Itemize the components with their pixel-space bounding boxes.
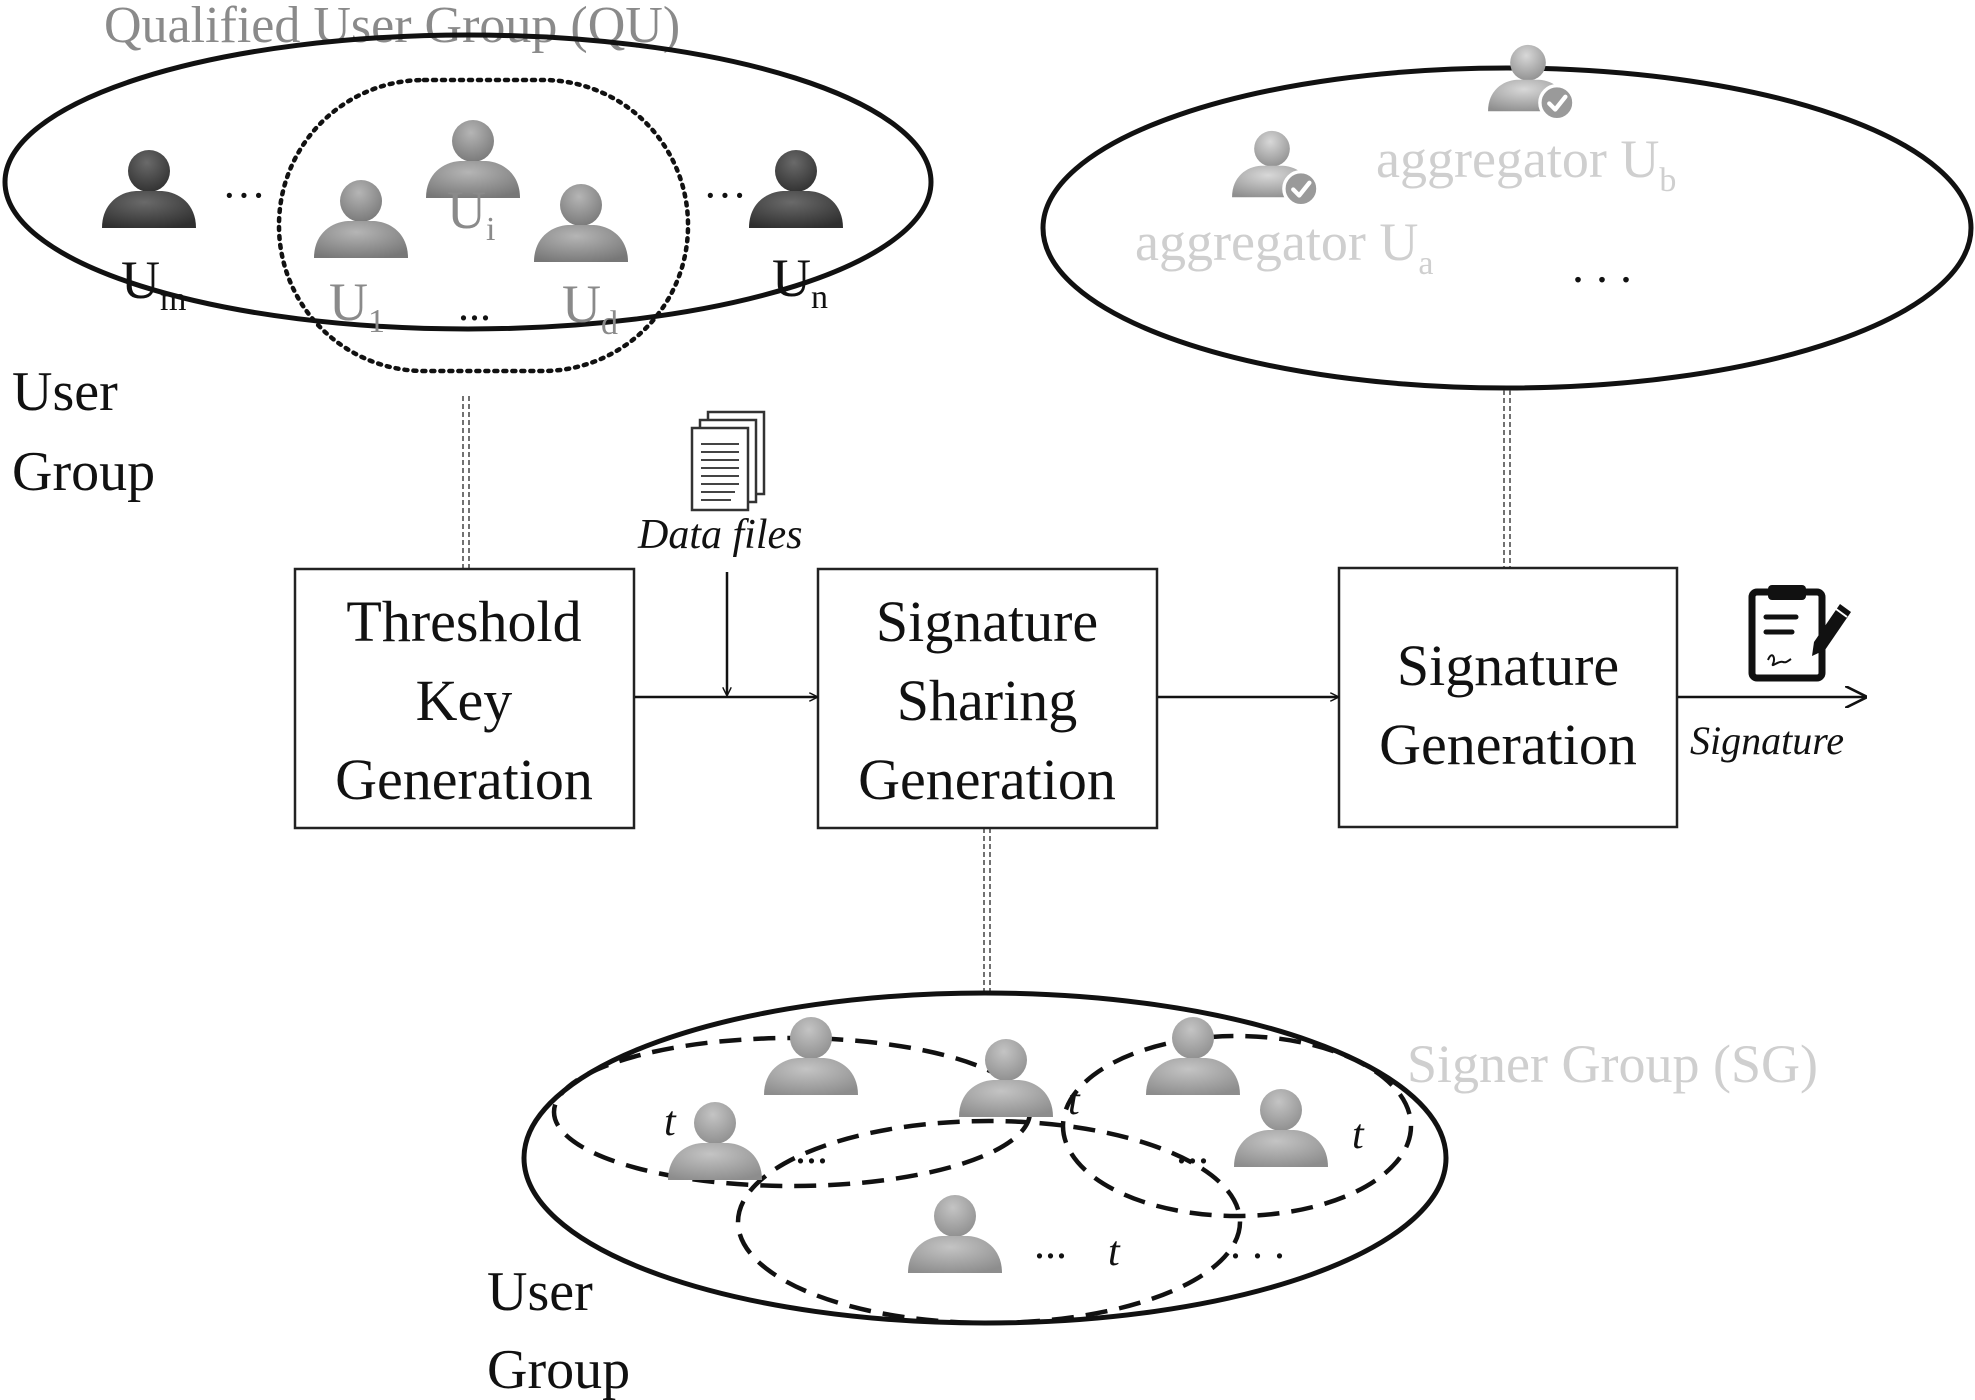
signer-group-group-label: Group bbox=[487, 1339, 630, 1400]
aggregator-group-ellipse bbox=[1040, 65, 1974, 391]
qualified-group-user-label: User bbox=[12, 361, 118, 423]
signature-generation-box: Signature Generation bbox=[1337, 566, 1679, 829]
ellipsis-left: ··· bbox=[222, 171, 266, 220]
box-label-line: Generation bbox=[1379, 712, 1637, 777]
aggregator-ellipsis: . . . bbox=[1572, 240, 1632, 293]
signature-output: Signature bbox=[1690, 585, 1851, 763]
user-icon bbox=[1234, 1089, 1328, 1167]
signer-group-user-label: User bbox=[487, 1261, 593, 1323]
signature-sharing-generation-box: Signature Sharing Generation bbox=[816, 567, 1159, 830]
box-label-line: Key bbox=[416, 668, 513, 733]
user-icon bbox=[749, 150, 843, 228]
user-label-un: Un bbox=[772, 248, 828, 316]
aggregator-label-a: aggregator Ua bbox=[1135, 212, 1433, 282]
signed-document-icon bbox=[1748, 585, 1851, 682]
user-icon bbox=[102, 150, 196, 228]
aggregator-label-b: aggregator Ub bbox=[1376, 129, 1676, 199]
qualified-group-ellipse bbox=[2, 32, 934, 332]
user-label-ud: Ud bbox=[562, 274, 618, 342]
check-badge-icon bbox=[1538, 84, 1576, 122]
box-label-line: Generation bbox=[858, 747, 1116, 812]
signer-ellipsis: ... bbox=[795, 1124, 828, 1173]
qualified-subgroup-dotted-boundary bbox=[276, 77, 691, 374]
threshold-label-t: t bbox=[1068, 1078, 1081, 1124]
signer-ellipsis: . . . bbox=[1230, 1219, 1285, 1268]
check-badge-icon bbox=[1282, 170, 1320, 208]
signer-ellipsis: ... bbox=[1034, 1219, 1067, 1268]
data-files-input: Data files bbox=[637, 410, 803, 695]
connector-aggregator-to-signature-generation bbox=[1503, 390, 1511, 567]
box-label-line: Signature bbox=[1397, 633, 1619, 698]
user-icon bbox=[534, 184, 628, 262]
signature-output-label: Signature bbox=[1690, 718, 1844, 763]
ellipsis-inner: ... bbox=[458, 281, 491, 330]
user-icon bbox=[668, 1102, 762, 1180]
qualified-user-group: Qualified User Group (QU) Um ··· U1 Ui .… bbox=[2, 0, 934, 503]
document-stack-icon bbox=[690, 410, 766, 512]
signer-group: Signer Group (SG) t t t t ... ... ... . … bbox=[487, 990, 1818, 1400]
box-label-line: Sharing bbox=[897, 668, 1077, 733]
user-icon bbox=[959, 1039, 1053, 1117]
user-icon bbox=[314, 180, 408, 258]
box-label-line: Threshold bbox=[346, 589, 581, 654]
aggregator-icon-a bbox=[1232, 130, 1320, 208]
user-icon bbox=[908, 1195, 1002, 1273]
box-label-line: Signature bbox=[876, 589, 1098, 654]
threshold-label-t: t bbox=[664, 1099, 677, 1145]
signer-subgroup-dashed-bottom bbox=[735, 1118, 1243, 1326]
connector-qualified-to-key-generation bbox=[462, 396, 470, 568]
box-label-line: Generation bbox=[335, 747, 593, 812]
threshold-key-generation-box: Threshold Key Generation bbox=[293, 567, 636, 830]
ellipsis-right: ··· bbox=[703, 171, 747, 220]
signer-subgroup-dashed-right bbox=[1060, 1033, 1414, 1219]
user-label-u1: U1 bbox=[329, 272, 385, 340]
signer-ellipsis: ... bbox=[1176, 1124, 1209, 1173]
threshold-label-t: t bbox=[1108, 1229, 1121, 1275]
connector-sharing-to-signer-group bbox=[983, 828, 991, 992]
threshold-label-t: t bbox=[1352, 1112, 1365, 1158]
aggregator-icon-b bbox=[1488, 44, 1576, 122]
qualified-group-group-label: Group bbox=[12, 441, 155, 503]
user-icon bbox=[764, 1017, 858, 1095]
user-label-um: Um bbox=[121, 250, 186, 318]
user-label-ui: Ui bbox=[447, 180, 495, 248]
data-files-label: Data files bbox=[637, 512, 803, 558]
aggregator-group: aggregator Ub aggregator Ua . . . bbox=[1040, 44, 1974, 391]
user-icon bbox=[1146, 1017, 1240, 1095]
group-connectors bbox=[462, 390, 1511, 992]
signer-group-title: Signer Group (SG) bbox=[1407, 1034, 1818, 1094]
qualified-group-title: Qualified User Group (QU) bbox=[104, 0, 680, 54]
